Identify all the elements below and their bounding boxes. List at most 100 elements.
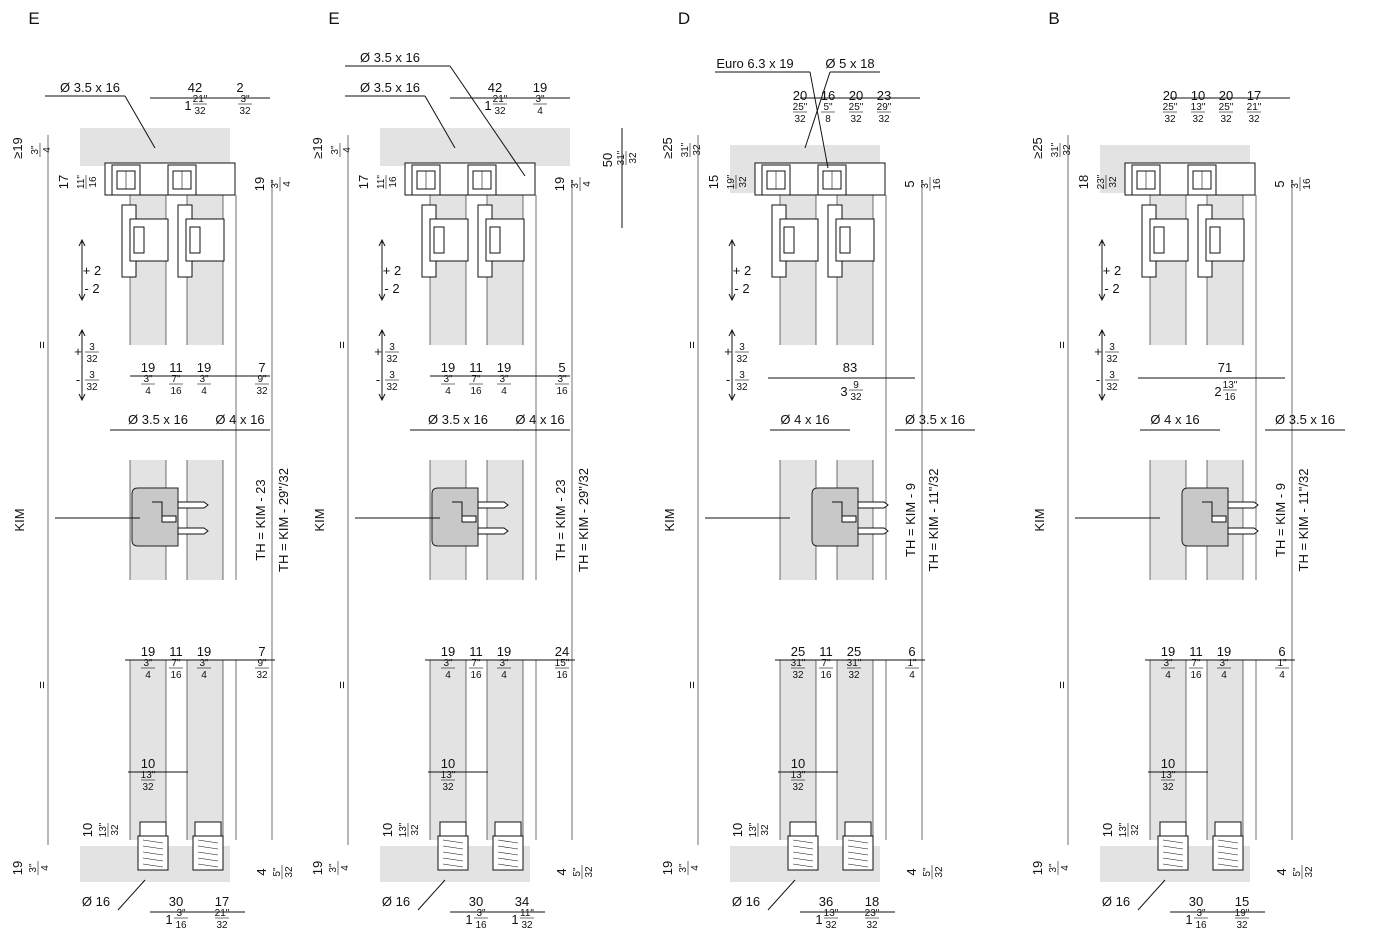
fraction-num: 7" [471, 658, 481, 669]
fraction-num: 11" [520, 908, 534, 919]
low-dim-4: 7 [258, 644, 265, 659]
kim-label: KIM [1032, 508, 1047, 531]
fraction-num: 9" [257, 374, 267, 385]
dim-fraction: 3"4 [441, 374, 455, 397]
fraction-num: 9" [257, 658, 267, 669]
wood-screw [177, 501, 209, 509]
left-top-dim: ≥19 [10, 137, 25, 159]
dim-fraction: 19"32 [1235, 908, 1250, 931]
dim-fraction: 1"4 [1275, 658, 1289, 681]
adjust-plus: + 2 [733, 263, 751, 278]
door-leaf-2-lower [487, 660, 523, 840]
left-top-dim: ≥25 [1030, 137, 1045, 159]
fraction-den: 32 [1106, 382, 1118, 393]
low-dim-3: 19 [1217, 644, 1231, 659]
bottom-dim-1: 30 [469, 894, 483, 909]
low-dim-3: 19 [197, 644, 211, 659]
th-label-1: TH = KIM - 23 [553, 479, 568, 560]
top-dim-2: 2 [236, 80, 243, 95]
fraction-den: 32 [792, 782, 804, 793]
fraction-den: 32 [410, 824, 421, 836]
panel-letter: D [678, 9, 690, 28]
adjust2-plus: + [74, 344, 82, 359]
fraction-den: 32 [850, 114, 862, 125]
arrow-head [378, 393, 386, 402]
dim-fraction: 13"32 [824, 908, 839, 931]
gap-dim: 10 [1161, 756, 1175, 771]
span-whole: 2 [1214, 384, 1221, 399]
guide-fraction: 13"32 [98, 822, 121, 837]
fraction-den: 32 [738, 176, 749, 188]
adjust2-plus: + [724, 344, 732, 359]
diameter-label: Ø 16 [732, 894, 760, 909]
dim-line [424, 95, 456, 149]
dim-line [142, 851, 164, 856]
fraction-den: 32 [736, 382, 748, 393]
fraction-den: 32 [866, 920, 878, 931]
top-dim-2: 19 [533, 80, 547, 95]
fraction-den: 32 [736, 354, 748, 365]
dim-fraction: 25"32 [849, 102, 864, 125]
guide-top [789, 821, 817, 837]
fraction-den: 8 [825, 114, 831, 125]
wood-screw [1227, 527, 1259, 535]
dim-line [847, 851, 869, 856]
fraction-num: 13" [1118, 822, 1129, 837]
left-top-fraction: 31"32 [680, 142, 703, 157]
fraction-den: 32 [1248, 114, 1260, 125]
adjust-plus: + 2 [1103, 263, 1121, 278]
dim-whole: 1 [1185, 912, 1192, 927]
fraction-num: 3 [89, 342, 95, 353]
dim-fraction: 5"8 [821, 102, 835, 125]
fraction-den: 16 [88, 176, 99, 188]
fraction-den: 32 [86, 354, 98, 365]
fraction-num: 3" [499, 374, 509, 385]
gap-dim: 10 [141, 756, 155, 771]
door-leaf-1-lower [1150, 660, 1186, 840]
fraction-den: 16 [1224, 392, 1236, 403]
dim-line [142, 857, 164, 862]
fraction-den: 32 [692, 144, 703, 156]
hanger-adjuster [189, 226, 201, 254]
fraction-num: 3 [389, 370, 395, 381]
adjust2-plus-fraction: 332 [735, 342, 749, 365]
hanger-adjuster [133, 226, 145, 254]
dim-fraction: 13"32 [441, 770, 456, 793]
fraction-num: 31" [791, 658, 806, 669]
adjust2-minus-fraction: 332 [735, 370, 749, 393]
dim-line [1162, 857, 1184, 862]
guide-body [492, 835, 524, 871]
fraction-num: 3 [739, 370, 745, 381]
screw-mid-a-label: Ø 4 x 16 [780, 412, 829, 427]
dim-whole: 1 [184, 98, 191, 113]
fraction-num: 3" [143, 374, 153, 385]
fraction-den: 32 [284, 866, 295, 878]
equal-mark: = [334, 681, 349, 689]
fraction-den: 4 [1060, 865, 1071, 871]
fraction-num: 13" [1161, 770, 1176, 781]
arrow-head [78, 328, 86, 337]
top-dim-1: 20 [793, 88, 807, 103]
dim-line [792, 851, 814, 856]
guide-dim: 10 [80, 823, 95, 837]
fraction-den: 32 [792, 670, 804, 681]
fraction-den: 16 [1302, 178, 1313, 190]
low-dim-1: 19 [441, 644, 455, 659]
dim-line [1217, 851, 1239, 856]
fraction-den: 16 [556, 670, 568, 681]
screw-mid-a-label: Ø 3.5 x 16 [428, 412, 488, 427]
dim-line [442, 845, 464, 850]
rail-dim: 18 [1076, 175, 1091, 189]
dim-line [767, 879, 796, 911]
clip-slot [832, 501, 857, 523]
mid-dim-2: 11 [169, 360, 183, 375]
span-dim: 83 [843, 360, 857, 375]
fraction-num: 7" [821, 658, 831, 669]
rail-fraction: 11"16 [376, 175, 399, 189]
adjust-minus: - 2 [84, 281, 99, 296]
fraction-den: 4 [445, 386, 451, 397]
adjust2-minus: - [1096, 372, 1100, 387]
fraction-num: 3" [920, 179, 931, 189]
guide-top [139, 821, 167, 837]
